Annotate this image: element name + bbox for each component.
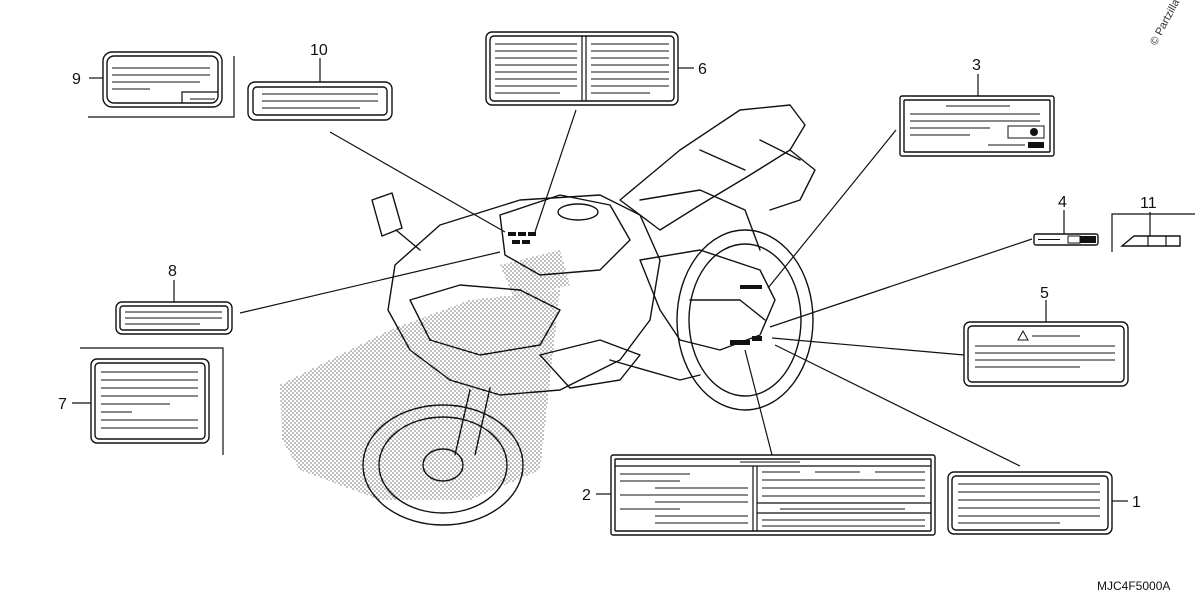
label-5 [963, 300, 1129, 387]
callout-11: 11 [1140, 195, 1157, 212]
ground-shadow [280, 290, 560, 500]
callout-10: 10 [310, 42, 328, 59]
leader-lines [239, 109, 1033, 467]
callout-7: 7 [58, 396, 67, 413]
callout-5: 5 [1040, 285, 1049, 302]
label-4 [1033, 210, 1099, 246]
motorcycle-illustration [280, 104, 816, 526]
callout-numbers: 1 2 3 4 5 6 7 8 9 10 11 [58, 42, 1157, 511]
label-9 [88, 51, 235, 118]
label-3 [899, 74, 1055, 157]
callout-1: 1 [1132, 494, 1141, 511]
callout-6: 6 [698, 61, 707, 78]
label-7 [72, 347, 224, 455]
label-11 [1111, 212, 1195, 252]
callout-9: 9 [72, 71, 81, 88]
watermark: © Partzilla [1148, 0, 1183, 47]
label-10 [247, 58, 393, 121]
callout-8: 8 [168, 263, 177, 280]
callout-2: 2 [582, 487, 591, 504]
label-1 [947, 471, 1128, 535]
callout-4: 4 [1058, 194, 1067, 211]
part-code: MJC4F5000A [1097, 579, 1170, 593]
label-6 [485, 31, 694, 106]
callout-3: 3 [972, 57, 981, 74]
label-8 [115, 280, 233, 335]
label-2 [596, 454, 936, 536]
